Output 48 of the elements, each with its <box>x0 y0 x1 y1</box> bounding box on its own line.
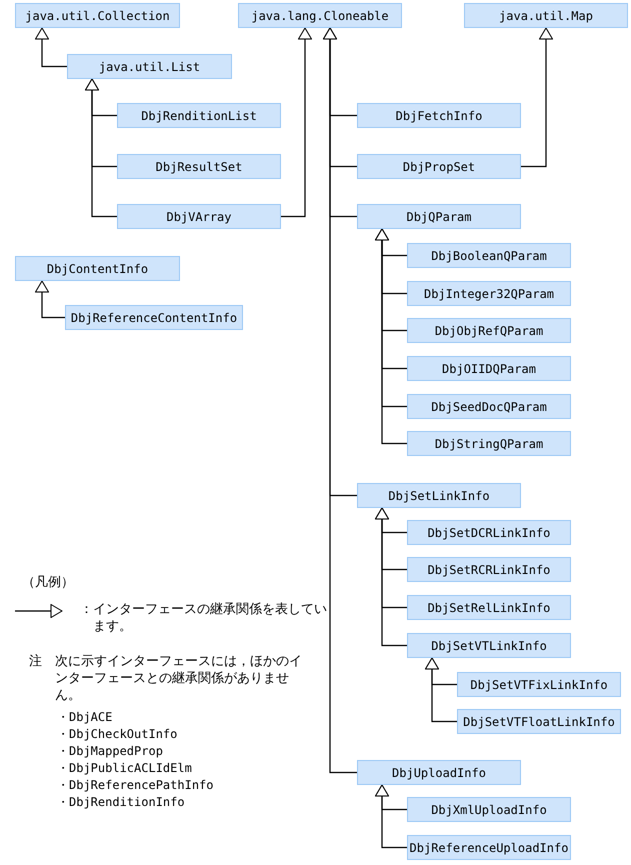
inheritance-arrow <box>281 28 312 218</box>
inheritance-arrow <box>35 28 67 68</box>
legend-text: ：インターフェースの継承関係を表しています。 <box>80 601 328 635</box>
class-box: DbjReferenceContentInfo <box>65 305 243 330</box>
class-box: DbjFetchInfo <box>357 103 521 128</box>
class-box: DbjSetRelLinkInfo <box>407 595 571 620</box>
class-box: java.lang.Cloneable <box>238 3 402 28</box>
class-box: DbjBooleanQParam <box>407 243 571 268</box>
class-box: DbjContentInfo <box>15 256 180 281</box>
inheritance-arrow <box>35 280 65 318</box>
class-box: DbjInteger32QParam <box>407 281 571 306</box>
inheritance-arrow <box>323 28 357 774</box>
class-box: DbjResultSet <box>117 154 281 179</box>
list-item: ・DbjPublicACLIdElm <box>57 760 193 777</box>
list-item: ・DbjMappedProp <box>57 743 164 760</box>
note-mark: 注 <box>29 653 43 670</box>
class-box: DbjUploadInfo <box>357 760 521 785</box>
class-box: DbjOIIDQParam <box>407 356 571 381</box>
class-box: DbjSetRCRLinkInfo <box>407 557 571 582</box>
legend-heading: （凡例） <box>22 574 75 591</box>
class-box: DbjSetVTFixLinkInfo <box>457 672 621 697</box>
class-box: DbjObjRefQParam <box>407 318 571 343</box>
class-box: DbjRenditionList <box>117 103 281 128</box>
note-text: 次に示すインターフェースには，ほかのインターフェースとの継承関係がありません。 <box>55 653 303 704</box>
inheritance-arrow <box>85 78 117 218</box>
class-box: DbjStringQParam <box>407 431 571 456</box>
class-box: DbjPropSet <box>357 154 521 179</box>
list-item: ・DbjRenditionInfo <box>57 794 186 811</box>
list-item: ・DbjReferencePathInfo <box>57 777 214 794</box>
inheritance-arrow <box>375 228 407 444</box>
inheritance-arrow <box>425 658 457 722</box>
list-item: ・DbjCheckOutInfo <box>57 726 178 743</box>
class-box: DbjSetVTLinkInfo <box>407 633 571 658</box>
inheritance-arrow <box>375 508 407 646</box>
class-box: DbjSeedDocQParam <box>407 394 571 419</box>
class-box: DbjSetDCRLinkInfo <box>407 520 571 545</box>
inheritance-arrow <box>375 784 407 848</box>
class-box: DbjSetVTFloatLinkInfo <box>457 709 621 734</box>
class-box: DbjSetLinkInfo <box>357 483 521 508</box>
list-item: ・DbjACE <box>57 709 114 726</box>
class-box: java.util.Map <box>464 3 628 28</box>
class-box: java.util.List <box>67 54 232 79</box>
class-box: DbjQParam <box>357 204 521 229</box>
class-box: DbjXmlUploadInfo <box>407 797 571 822</box>
class-box: DbjVArray <box>117 204 281 229</box>
class-box: DbjReferenceUploadInfo <box>407 835 571 860</box>
inheritance-arrow <box>521 28 553 168</box>
class-box: java.util.Collection <box>15 3 180 28</box>
